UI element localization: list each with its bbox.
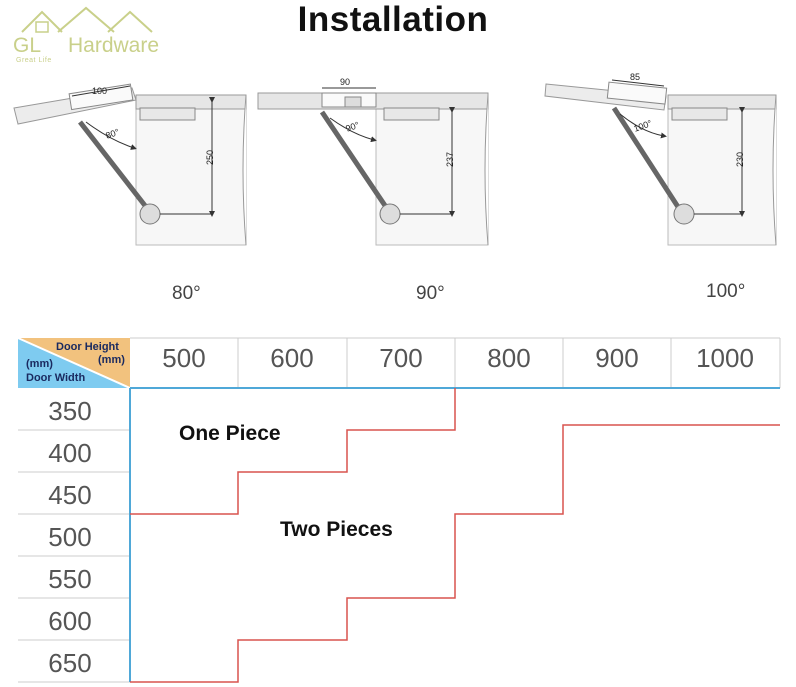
col-head-1000: 1000 — [696, 343, 754, 373]
corner-door-width: Door Width — [26, 372, 86, 384]
col-head-800: 800 — [487, 343, 531, 373]
table-grid — [18, 337, 781, 683]
col-head-600: 600 — [270, 343, 314, 373]
hinge-diagram-80: 100 80° 250 — [13, 83, 247, 246]
row-head-500: 500 — [48, 522, 92, 552]
row-head-550: 550 — [48, 564, 92, 594]
page-title: Installation — [297, 0, 489, 39]
region-two-pieces: Two Pieces — [280, 518, 393, 541]
logo-brand-left: GL — [13, 34, 42, 57]
boundary-two-pieces — [130, 424, 780, 683]
logo-brand-right: Hardware — [68, 34, 160, 57]
hinge-diagram-90: 90 90° 237 — [257, 77, 489, 246]
row-head-600: 600 — [48, 606, 92, 636]
row-head-650: 650 — [48, 648, 92, 678]
corner-unit-left: (mm) — [26, 358, 53, 370]
house-roof-icon — [21, 6, 153, 33]
col-head-700: 700 — [379, 343, 423, 373]
brand-logo: GL Hardware Great Life — [8, 4, 168, 64]
angle-label-1: 80° — [104, 127, 121, 141]
row-head-400: 400 — [48, 438, 92, 468]
hinge-diagram-100: 85 100° 230 — [544, 72, 777, 246]
row-head-350: 350 — [48, 396, 92, 426]
dimension-side-3: 230 — [735, 152, 745, 167]
corner-door-height: Door Height — [56, 341, 119, 353]
boundary-one-piece — [130, 388, 456, 515]
installation-drawings: 100 80° 250 90 90° 237 85 100° — [13, 72, 777, 246]
col-head-500: 500 — [162, 343, 206, 373]
row-head-450: 450 — [48, 480, 92, 510]
angle-caption-80: 80° — [172, 283, 201, 304]
angle-label-2: 90° — [344, 120, 361, 134]
dimension-top-2: 90 — [340, 77, 350, 87]
corner-unit-right: (mm) — [98, 354, 125, 366]
dimension-side-2: 237 — [445, 152, 455, 167]
dimension-top-1: 100 — [92, 86, 107, 96]
dimension-top-3: 85 — [630, 72, 640, 82]
angle-caption-100: 100° — [706, 281, 746, 302]
region-one-piece: One Piece — [179, 422, 281, 445]
angle-caption-90: 90° — [416, 283, 445, 304]
dimension-side-1: 250 — [205, 150, 215, 165]
logo-tagline: Great Life — [16, 57, 52, 64]
col-head-900: 900 — [595, 343, 639, 373]
